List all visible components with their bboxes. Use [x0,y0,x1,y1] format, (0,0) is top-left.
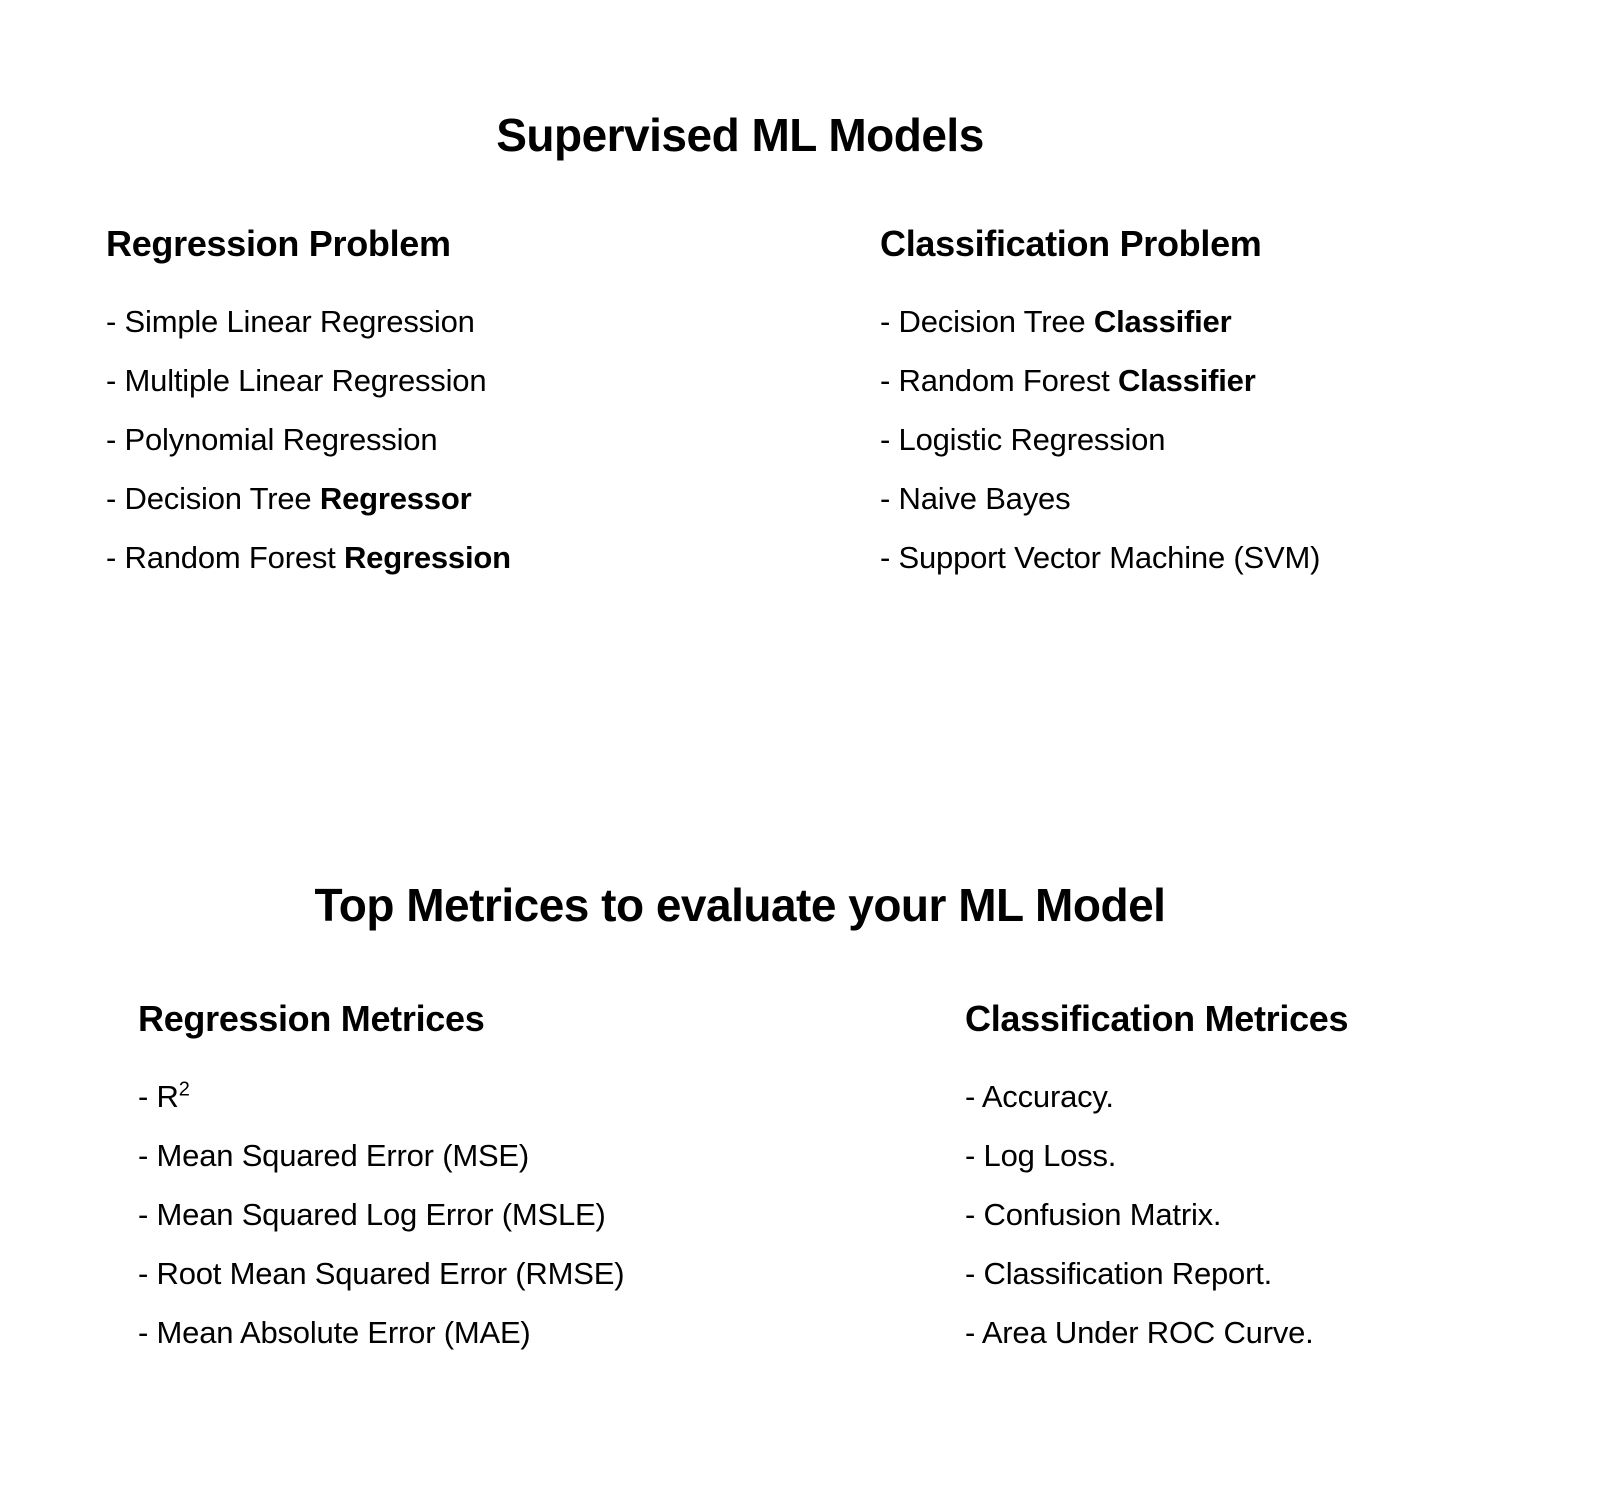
list-item-text: - Logistic Regression [880,422,1166,457]
regression-metrics-heading: Regression Metrices [138,998,485,1039]
list-item-bold-text: Classifier [1093,304,1232,339]
list-item: - Mean Absolute Error (MAE) [138,1303,624,1362]
list-item: - R2 [138,1067,624,1126]
regression-models-column: Regression Problem - Simple Linear Regre… [106,222,511,587]
list-item: - Random Forest Classifier [880,351,1320,410]
list-item-text: - Area Under ROC Curve. [965,1315,1314,1350]
regression-metrics-column: Regression Metrices - R2 - Mean Squared … [138,997,625,1362]
list-item-text: - Naive Bayes [880,481,1071,516]
list-item: - Log Loss. [965,1126,1348,1185]
list-item: - Logistic Regression [880,410,1320,469]
list-item: - Decision Tree Classifier [880,292,1320,351]
classification-models-list: - Decision Tree Classifier - Random Fore… [880,292,1320,587]
list-item-text: - Simple Linear Regression [106,304,475,339]
classification-problem-heading: Classification Problem [880,223,1262,264]
list-item-text: - Accuracy. [965,1079,1114,1114]
superscript: 2 [178,1078,190,1101]
list-item: - Polynomial Regression [106,410,511,469]
list-item-text: - Multiple Linear Regression [106,363,487,398]
classification-models-column: Classification Problem - Decision Tree C… [880,222,1320,587]
list-item: - Decision Tree Regressor [106,469,511,528]
list-item-bold-text: Regression [344,540,511,575]
list-item: - Support Vector Machine (SVM) [880,528,1320,587]
list-item-text: - Classification Report. [965,1256,1273,1291]
list-item: - Mean Squared Log Error (MSLE) [138,1185,624,1244]
list-item-text: - Mean Absolute Error (MAE) [138,1315,531,1350]
list-item-text: - Polynomial Regression [106,422,438,457]
list-item-text: - Random Forest [880,363,1118,398]
list-item: - Random Forest Regression [106,528,511,587]
classification-metrics-heading: Classification Metrices [965,998,1349,1039]
list-item: - Accuracy. [965,1067,1348,1126]
list-item: - Mean Squared Error (MSE) [138,1126,624,1185]
supervised-ml-models-title: Supervised ML Models [496,108,984,161]
list-item: - Area Under ROC Curve. [965,1303,1348,1362]
regression-metrics-list: - R2 - Mean Squared Error (MSE) - Mean S… [138,1067,625,1362]
list-item: - Classification Report. [965,1244,1348,1303]
list-item-text: - Decision Tree [106,481,320,516]
list-item: - Naive Bayes [880,469,1320,528]
list-item-text: - Support Vector Machine (SVM) [880,540,1321,575]
list-item-text: - Confusion Matrix. [965,1197,1222,1232]
list-item-text: - Root Mean Squared Error (RMSE) [138,1256,625,1291]
list-item-text: - Random Forest [106,540,344,575]
list-item-bold-text: Classifier [1118,363,1256,398]
list-item: - Confusion Matrix. [965,1185,1348,1244]
list-item-text: - Decision Tree [880,304,1094,339]
list-item: - Root Mean Squared Error (RMSE) [138,1244,625,1303]
regression-models-list: - Simple Linear Regression - Multiple Li… [106,292,511,587]
list-item: - Simple Linear Regression [106,292,511,351]
list-item: - Multiple Linear Regression [106,351,511,410]
list-item-text: - R [138,1079,179,1114]
list-item-text: - Log Loss. [965,1138,1117,1173]
classification-metrics-list: - Accuracy. - Log Loss. - Confusion Matr… [965,1067,1348,1362]
list-item-bold-text: Regressor [319,481,472,516]
top-metrics-title: Top Metrices to evaluate your ML Model [314,878,1166,931]
list-item-text: - Mean Squared Log Error (MSLE) [138,1197,606,1232]
classification-metrics-column: Classification Metrices - Accuracy. - Lo… [965,997,1349,1362]
list-item-text: - Mean Squared Error (MSE) [138,1138,530,1173]
regression-problem-heading: Regression Problem [106,223,451,264]
